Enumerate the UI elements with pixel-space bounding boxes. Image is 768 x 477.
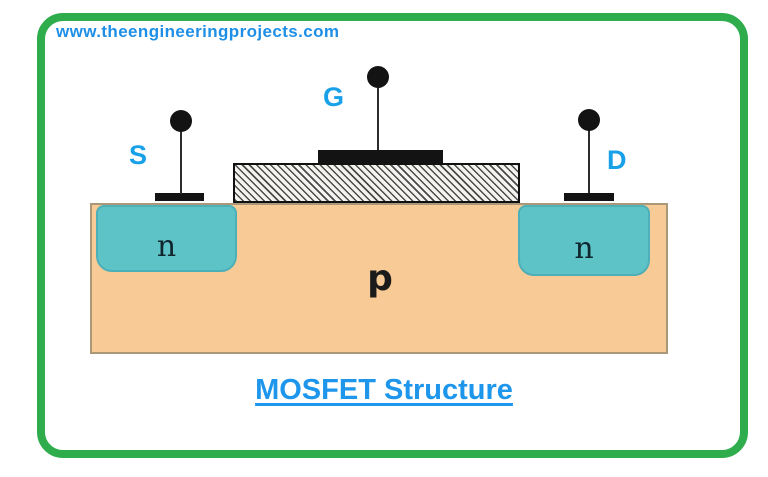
drain-terminal-label: D: [604, 147, 630, 174]
gate-terminal-label: G: [320, 84, 348, 111]
green-border-frame: [37, 13, 748, 458]
n-well-source-label: n: [156, 229, 177, 264]
source-terminal-label: S: [126, 142, 151, 169]
source-terminal-lead: [180, 130, 182, 194]
n-well-drain-label: n: [574, 231, 594, 266]
n-well-source: n: [96, 205, 237, 272]
gate-terminal-lead: [377, 86, 379, 150]
p-substrate-label: p: [367, 258, 393, 299]
drain-terminal-lead: [588, 129, 590, 193]
drain-terminal-node: [578, 109, 600, 131]
source-terminal-node: [170, 110, 192, 132]
diagram-title: MOSFET Structure: [255, 374, 513, 406]
source-contact: [155, 193, 204, 201]
n-well-drain: n: [518, 205, 650, 276]
gate-electrode: [318, 150, 443, 164]
gate-oxide-layer: [233, 163, 520, 203]
watermark-url: www.theengineeringprojects.com: [56, 22, 340, 41]
gate-terminal-node: [367, 66, 389, 88]
drain-contact: [564, 193, 614, 201]
